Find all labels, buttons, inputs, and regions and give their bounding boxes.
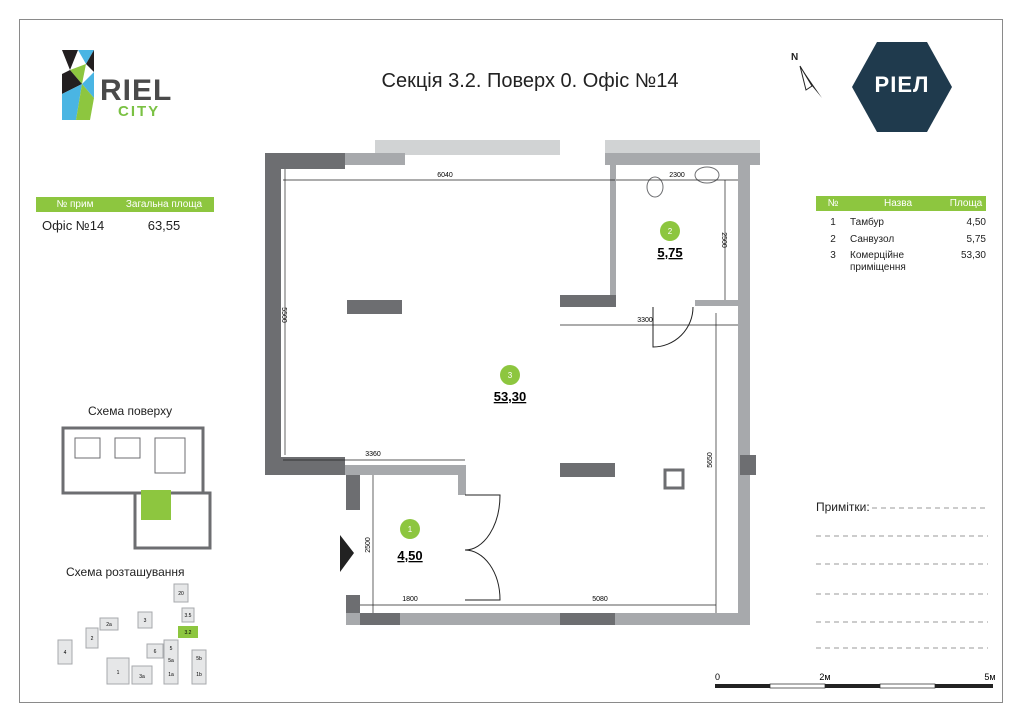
wall — [360, 613, 400, 625]
riel-hexagon-logo-icon — [852, 42, 952, 132]
legend-col-no: № — [827, 198, 839, 209]
legend-row-name: Санвузол — [850, 234, 895, 245]
room-number: 2 — [668, 227, 673, 236]
riel-logo-text: RIEL — [100, 74, 173, 107]
summary-office-name: Офіс №14 — [42, 218, 105, 233]
building-label: 2 — [91, 636, 94, 642]
riel-city-logo-text: CITY — [118, 103, 161, 120]
wall — [738, 165, 750, 625]
dimension-label: 2500 — [365, 537, 372, 553]
dimension-label: 5650 — [707, 452, 714, 468]
legend-row-no: 3 — [830, 250, 836, 261]
building-label: 1 — [117, 670, 120, 676]
wall — [610, 165, 616, 301]
wall — [265, 153, 281, 475]
north-label: N — [791, 52, 799, 63]
building-label: 3.5 — [185, 613, 192, 619]
scale-mid: 2м — [819, 672, 830, 682]
room-number: 3 — [508, 371, 513, 380]
building-label: 20 — [178, 591, 184, 597]
building-label: 4 — [64, 650, 67, 656]
room-area: 53,30 — [494, 389, 527, 404]
wall — [265, 457, 345, 475]
building-label: 1b — [196, 672, 202, 678]
building-label: 3.2 — [185, 630, 192, 636]
legend-row-no: 1 — [830, 217, 836, 228]
legend-row: 2 Санвузол 5,75 — [816, 234, 986, 246]
wall — [605, 153, 760, 165]
dimension-label: 3300 — [637, 317, 653, 324]
building-label: 5 — [170, 646, 173, 652]
dimension-label: 2500 — [720, 232, 727, 248]
building-label: 1a — [168, 672, 174, 678]
building-label: 3a — [139, 674, 145, 680]
notes-label: Примітки: — [816, 500, 870, 514]
location-highlight — [178, 626, 198, 638]
room-area: 5,75 — [657, 245, 682, 260]
room-area: 4,50 — [397, 548, 422, 563]
page-frame — [19, 19, 1003, 703]
wall — [265, 153, 345, 169]
wall — [346, 595, 360, 615]
legend-row-name: Комерційне приміщення — [850, 250, 906, 273]
legend-row-no: 2 — [830, 234, 836, 245]
building-label: 5a — [168, 658, 174, 664]
legend-row-area: 4,50 — [966, 217, 986, 228]
wall — [345, 465, 465, 475]
legend-row-name: Тамбур — [850, 217, 884, 228]
riel-city-logo-icon — [62, 50, 94, 120]
building-label: 5b — [196, 656, 202, 662]
dimension-label: 1800 — [402, 596, 418, 603]
legend-col-name: Назва — [883, 198, 913, 209]
wall — [346, 475, 360, 510]
column — [347, 300, 402, 314]
page-title: Секція 3.2. Поверх 0. Офіс №14 — [381, 70, 679, 92]
scale-bar: 0 2м 5м — [715, 672, 996, 689]
dimension-label: 5080 — [592, 596, 608, 603]
riel-hex-logo-text: РІЕЛ — [874, 72, 930, 97]
notes-lines — [816, 507, 988, 649]
dimension-label: 5500 — [280, 307, 287, 323]
wall — [740, 455, 756, 475]
legend-row: 3 Комерційне приміщення 53,30 — [816, 250, 986, 274]
dimension-label: 6040 — [437, 172, 453, 179]
legend-row-area: 5,75 — [966, 234, 986, 245]
summary-row: Офіс №14 63,55 — [36, 218, 214, 233]
column — [560, 463, 615, 477]
floor-schema-label: Схема поверху — [88, 404, 173, 418]
wall — [560, 613, 615, 625]
room-number: 1 — [408, 525, 413, 534]
building-label: 3 — [144, 618, 147, 624]
wall — [346, 613, 746, 625]
legend-row: 1 Тамбур 4,50 — [816, 217, 986, 229]
dimension-label: 2300 — [669, 172, 685, 179]
location-schema-label: Схема розташування — [66, 565, 185, 579]
scale-zero: 0 — [715, 672, 720, 682]
summary-col-no: № прим — [56, 199, 94, 210]
location-schema-map: 4 2 2a 1 3 6 3a 5 5a 1a 5b 1b 20 3.5 3.2 — [57, 583, 207, 685]
dimension-label: 3360 — [365, 451, 381, 458]
floor-schema-map — [61, 426, 212, 550]
scale-end: 5м — [984, 672, 995, 682]
north-arrow-icon — [799, 65, 822, 98]
legend-col-area: Площа — [949, 198, 983, 209]
floor-plan: 6040 2300 2500 5500 3300 3360 2500 5650 … — [265, 140, 760, 625]
wall — [458, 465, 466, 495]
building-label: 2a — [106, 622, 112, 628]
summary-office-area: 63,55 — [147, 218, 181, 233]
legend-row-area: 53,30 — [960, 250, 986, 261]
wall — [695, 300, 741, 306]
summary-col-area: Загальна площа — [125, 199, 203, 210]
column — [663, 468, 685, 490]
summary-header: № прим Загальна площа — [36, 197, 214, 212]
legend-header: № Назва Площа — [816, 196, 986, 211]
wall — [345, 153, 405, 165]
building-label: 6 — [154, 649, 157, 655]
wall — [560, 295, 616, 307]
